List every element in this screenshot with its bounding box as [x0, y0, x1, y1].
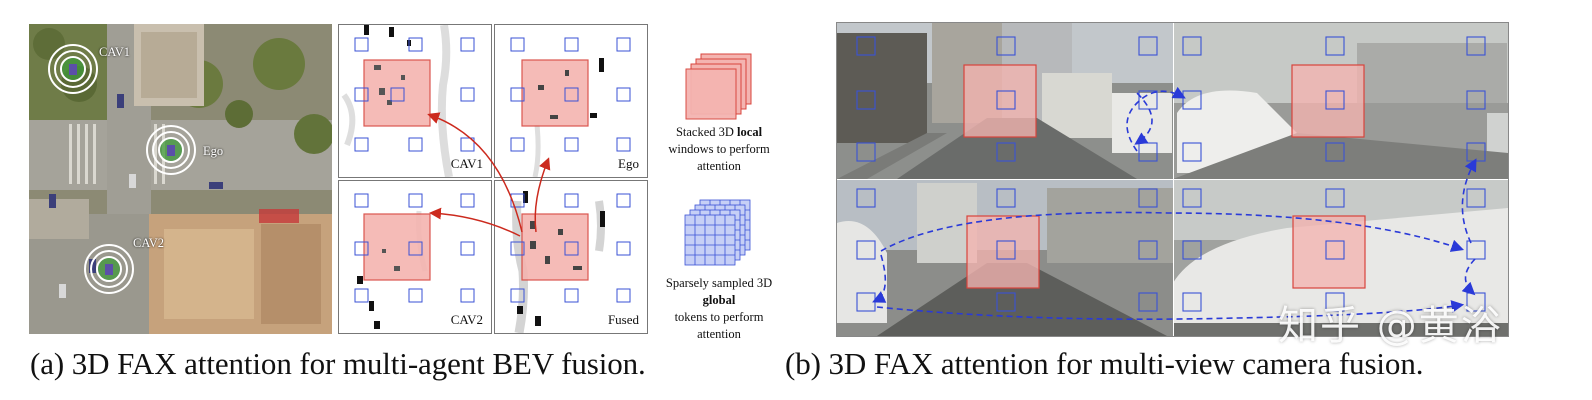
bev-panel-fused-drawing [510, 191, 631, 333]
bev-panel-ego: Ego [494, 24, 648, 178]
global-tokens-icon [684, 199, 751, 266]
agent-label-ego: Ego [203, 144, 224, 158]
watermark-text: 知乎 @黄浴 [1278, 303, 1503, 349]
aerial-map-image: CAV1 Ego CAV2 [29, 24, 332, 334]
caption-a: (a) 3D FAX attention for multi-agent BEV… [30, 346, 646, 381]
camera-grid [836, 22, 1509, 337]
bev-panel-fused: Fused [494, 180, 648, 334]
legend-global-text: Sparsely sampled 3D global tokens to per… [654, 275, 784, 343]
bev-panel-cav1: CAV1 [338, 24, 492, 178]
bev-panel-cav1-drawing [341, 25, 475, 177]
bev-panel-cav2: CAV2 [338, 180, 492, 334]
legend-global-pre: Sparsely sampled 3D [665, 276, 773, 290]
legend-local-text: Stacked 3D local windows to perform atte… [658, 124, 780, 175]
bev-panel-ego-drawing [510, 37, 631, 177]
legend-local-pre: Stacked 3D [675, 125, 738, 139]
local-windows-icon [685, 53, 752, 120]
legend-global-bold: global [702, 293, 736, 307]
bev-panel-label-fused: Fused [607, 312, 639, 327]
camera-view-front-right [1173, 23, 1508, 179]
legend-local-bold: local [737, 125, 763, 139]
agent-label-cav2: CAV2 [133, 236, 165, 250]
bev-panel-cav2-drawing [354, 193, 475, 329]
aerial-map-drawing [29, 24, 332, 334]
bev-panel-label-cav1: CAV1 [450, 156, 483, 171]
bev-panel-label-cav2: CAV2 [450, 312, 483, 327]
bev-panel-label-ego: Ego [618, 156, 639, 171]
legend-local-post: windows to perform attention [668, 142, 770, 173]
agent-label-cav1: CAV1 [99, 45, 131, 59]
camera-grid-drawing [837, 23, 1508, 336]
legend-global-post: tokens to perform attention [674, 310, 764, 341]
caption-b: (b) 3D FAX attention for multi-view came… [785, 346, 1424, 381]
